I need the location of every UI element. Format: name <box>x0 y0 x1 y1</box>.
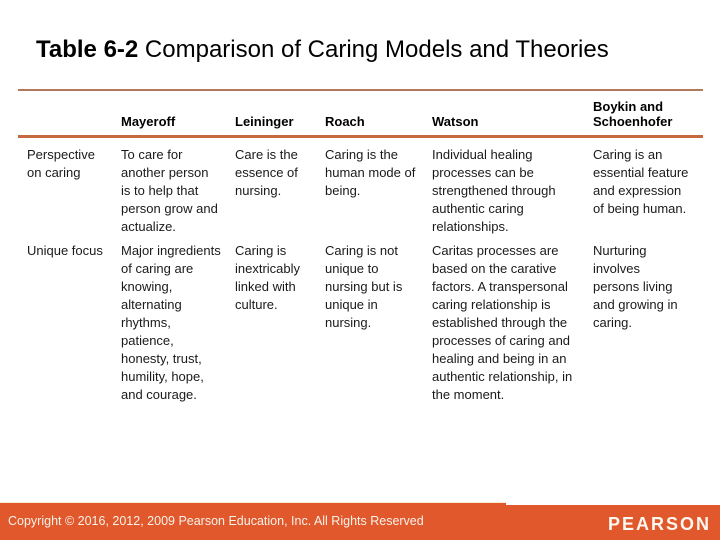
cell-perspective-mayeroff: To care for another person is to help th… <box>121 147 218 234</box>
column-header-boykin-schoenhofer: Boykin and Schoenhofer <box>593 90 703 138</box>
row-label-unique-focus: Unique focus <box>27 243 103 258</box>
cell-unique-boykin-schoenhofer: Nurturing involves persons living and gr… <box>593 243 678 330</box>
pearson-logo: PEARSON <box>607 514 711 534</box>
table-row-unique-focus: Unique focus Major ingredients of caring… <box>18 236 703 404</box>
slide-title-number: Table 6-2 <box>36 36 139 63</box>
footer-bar-left-segment <box>0 502 506 540</box>
table-row-perspective-on-caring: Perspective on caring To care for anothe… <box>18 137 703 237</box>
footer-bar-right-segment <box>506 505 720 540</box>
cell-unique-watson: Caritas processes are based on the carat… <box>432 243 573 402</box>
cell-perspective-roach: Caring is the human mode of being. <box>325 147 416 198</box>
column-header-blank <box>18 90 121 138</box>
cell-perspective-boykin-schoenhofer: Caring is an essential feature and expre… <box>593 147 689 216</box>
column-header-leininger: Leininger <box>235 90 325 138</box>
column-header-watson: Watson <box>432 90 593 138</box>
cell-perspective-leininger: Care is the essence of nursing. <box>235 147 298 198</box>
caring-models-comparison-table: Mayeroff Leininger Roach Watson Boykin a… <box>18 89 703 404</box>
table-header-row: Mayeroff Leininger Roach Watson Boykin a… <box>18 90 703 138</box>
cell-unique-leininger: Caring is inextricably linked with cultu… <box>235 243 301 312</box>
cell-unique-roach: Caring is not unique to nursing but is u… <box>325 243 403 330</box>
slide-title-text: Comparison of Caring Models and Theories <box>138 36 609 63</box>
cell-unique-mayeroff: Major ingredients of caring are knowing,… <box>121 243 221 402</box>
column-header-roach: Roach <box>325 90 432 138</box>
cell-perspective-watson: Individual healing processes can be stre… <box>432 147 556 234</box>
column-header-mayeroff: Mayeroff <box>121 90 235 138</box>
slide-title: Table 6-2 Comparison of Caring Models an… <box>36 36 609 64</box>
row-label-perspective-on-caring: Perspective on caring <box>27 147 95 180</box>
copyright-text: Copyright © 2016, 2012, 2009 Pearson Edu… <box>8 514 424 528</box>
